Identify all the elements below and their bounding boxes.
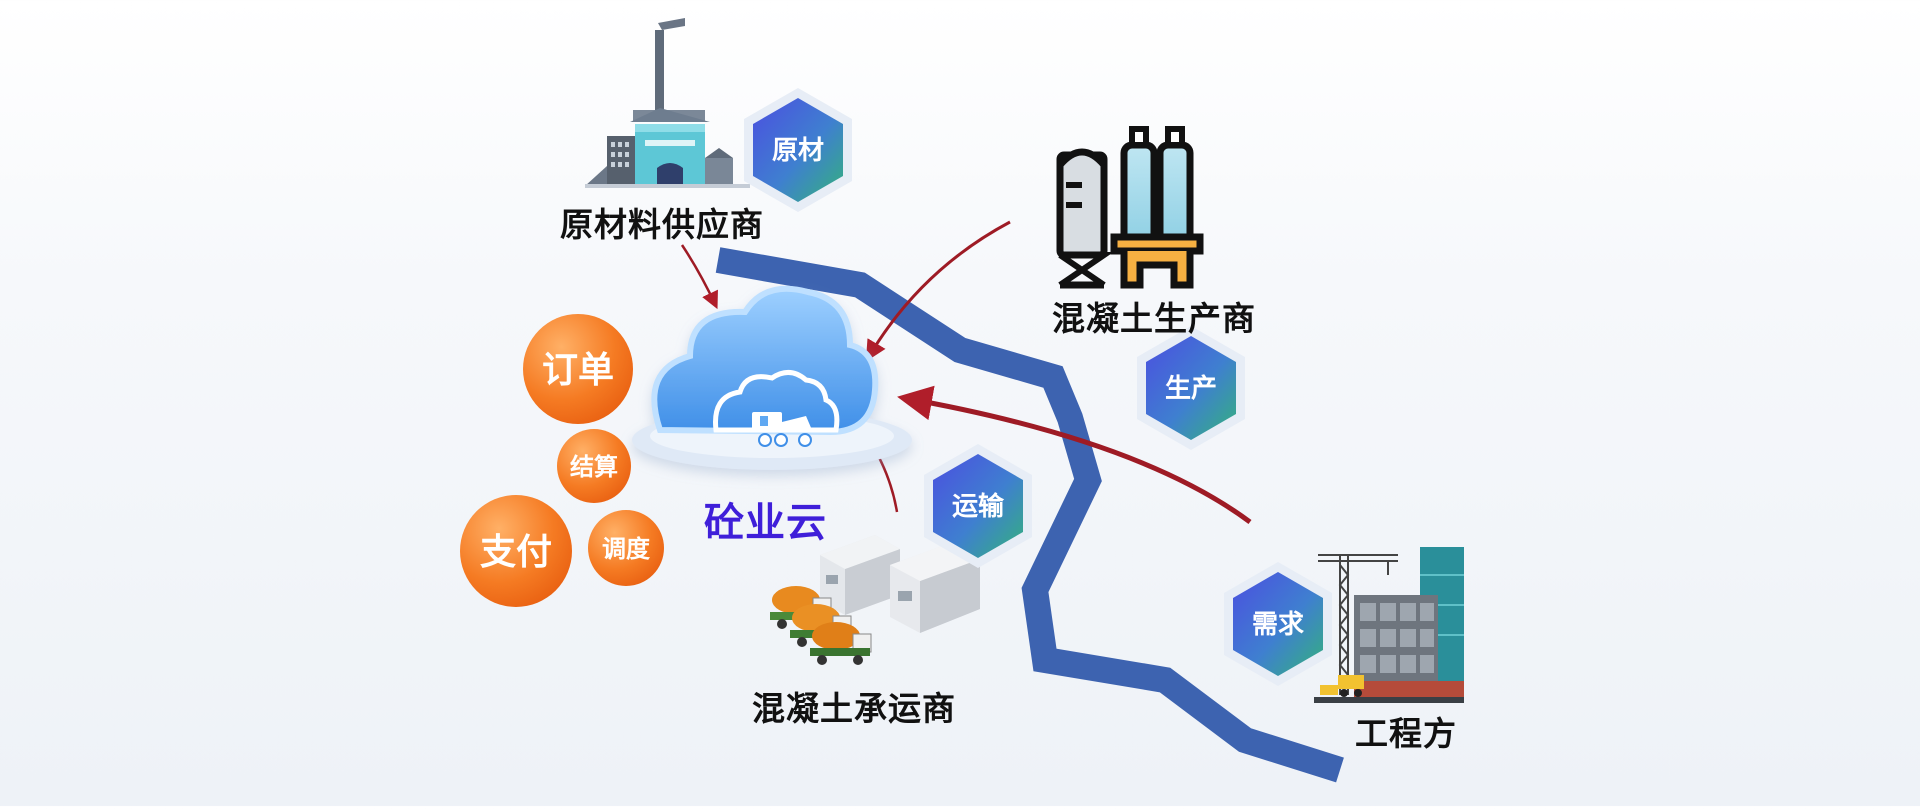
hexagon-raw: 原材 (744, 88, 852, 212)
crane-building-icon (1314, 547, 1464, 703)
flow-arrows (680, 220, 1252, 525)
hexagon-demand: 需求 (1224, 562, 1332, 686)
arrow-producer-to-cloud (865, 220, 1011, 362)
label-client: 工程方 (1355, 714, 1457, 753)
label-producer: 混凝土生产商 (1052, 299, 1256, 338)
hexagon-transport-label: 运输 (952, 491, 1005, 522)
hexagon-demand-label: 需求 (1252, 610, 1304, 640)
warehouse-icon (820, 535, 980, 633)
function-dispatch-label: 调度 (602, 535, 651, 563)
function-payment-label: 支付 (480, 532, 552, 573)
label-supplier: 原材料供应商 (560, 205, 764, 244)
arrow-client-to-cloud (897, 385, 1252, 525)
function-settlement: 结算 (557, 429, 631, 503)
factory-icon (585, 18, 750, 188)
hexagon-raw-label: 原材 (772, 136, 824, 166)
cloud-truck-icon (632, 285, 912, 470)
road-path (715, 247, 1344, 783)
hexagon-transport: 运输 (924, 444, 1032, 568)
function-dispatch: 调度 (588, 510, 664, 586)
hexagon-production-label: 生产 (1165, 374, 1217, 404)
hexagon-production: 生产 (1137, 326, 1245, 450)
arrow-supplier-to-cloud (680, 244, 718, 310)
function-order-label: 订单 (542, 350, 614, 391)
label-carrier: 混凝土承运商 (752, 689, 956, 728)
mixer-truck-icon (770, 586, 872, 665)
function-payment: 支付 (460, 495, 572, 607)
label-cloud-platform: 砼业云 (704, 500, 827, 546)
silo-plant-icon (1056, 126, 1204, 289)
function-order: 订单 (523, 314, 633, 424)
function-settlement-label: 结算 (570, 453, 618, 481)
